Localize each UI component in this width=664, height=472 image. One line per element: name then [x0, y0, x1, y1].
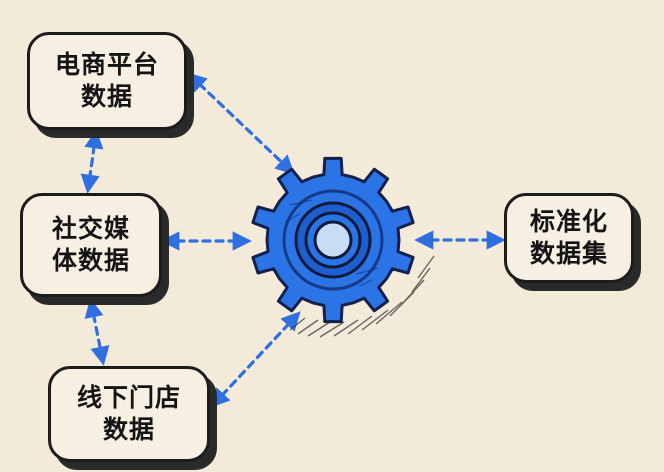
node-offline-store-data: 线下门店 数据 — [48, 366, 210, 462]
arrow-offline-to-gear — [210, 311, 301, 408]
node-label: 电商平台 数据 — [54, 50, 159, 111]
gear-shadow — [289, 255, 435, 338]
node-standardized-dataset: 标准化 数据集 — [504, 193, 634, 283]
node-ecommerce-data: 电商平台 数据 — [27, 32, 187, 130]
arrow-ecommerce-to-social — [80, 129, 104, 194]
arrow-social-to-offline — [84, 298, 110, 366]
node-box — [504, 193, 634, 283]
node-label: 标准化 数据集 — [529, 207, 608, 268]
arrow-ecommerce-to-gear — [187, 72, 295, 175]
gear-icon — [251, 156, 415, 324]
node-label: 社交媒 体数据 — [51, 214, 130, 275]
node-social-media-data: 社交媒 体数据 — [20, 193, 162, 297]
node-label: 线下门店 数据 — [76, 383, 181, 444]
node-box — [20, 193, 162, 297]
node-box — [48, 366, 210, 462]
node-box — [27, 32, 187, 130]
